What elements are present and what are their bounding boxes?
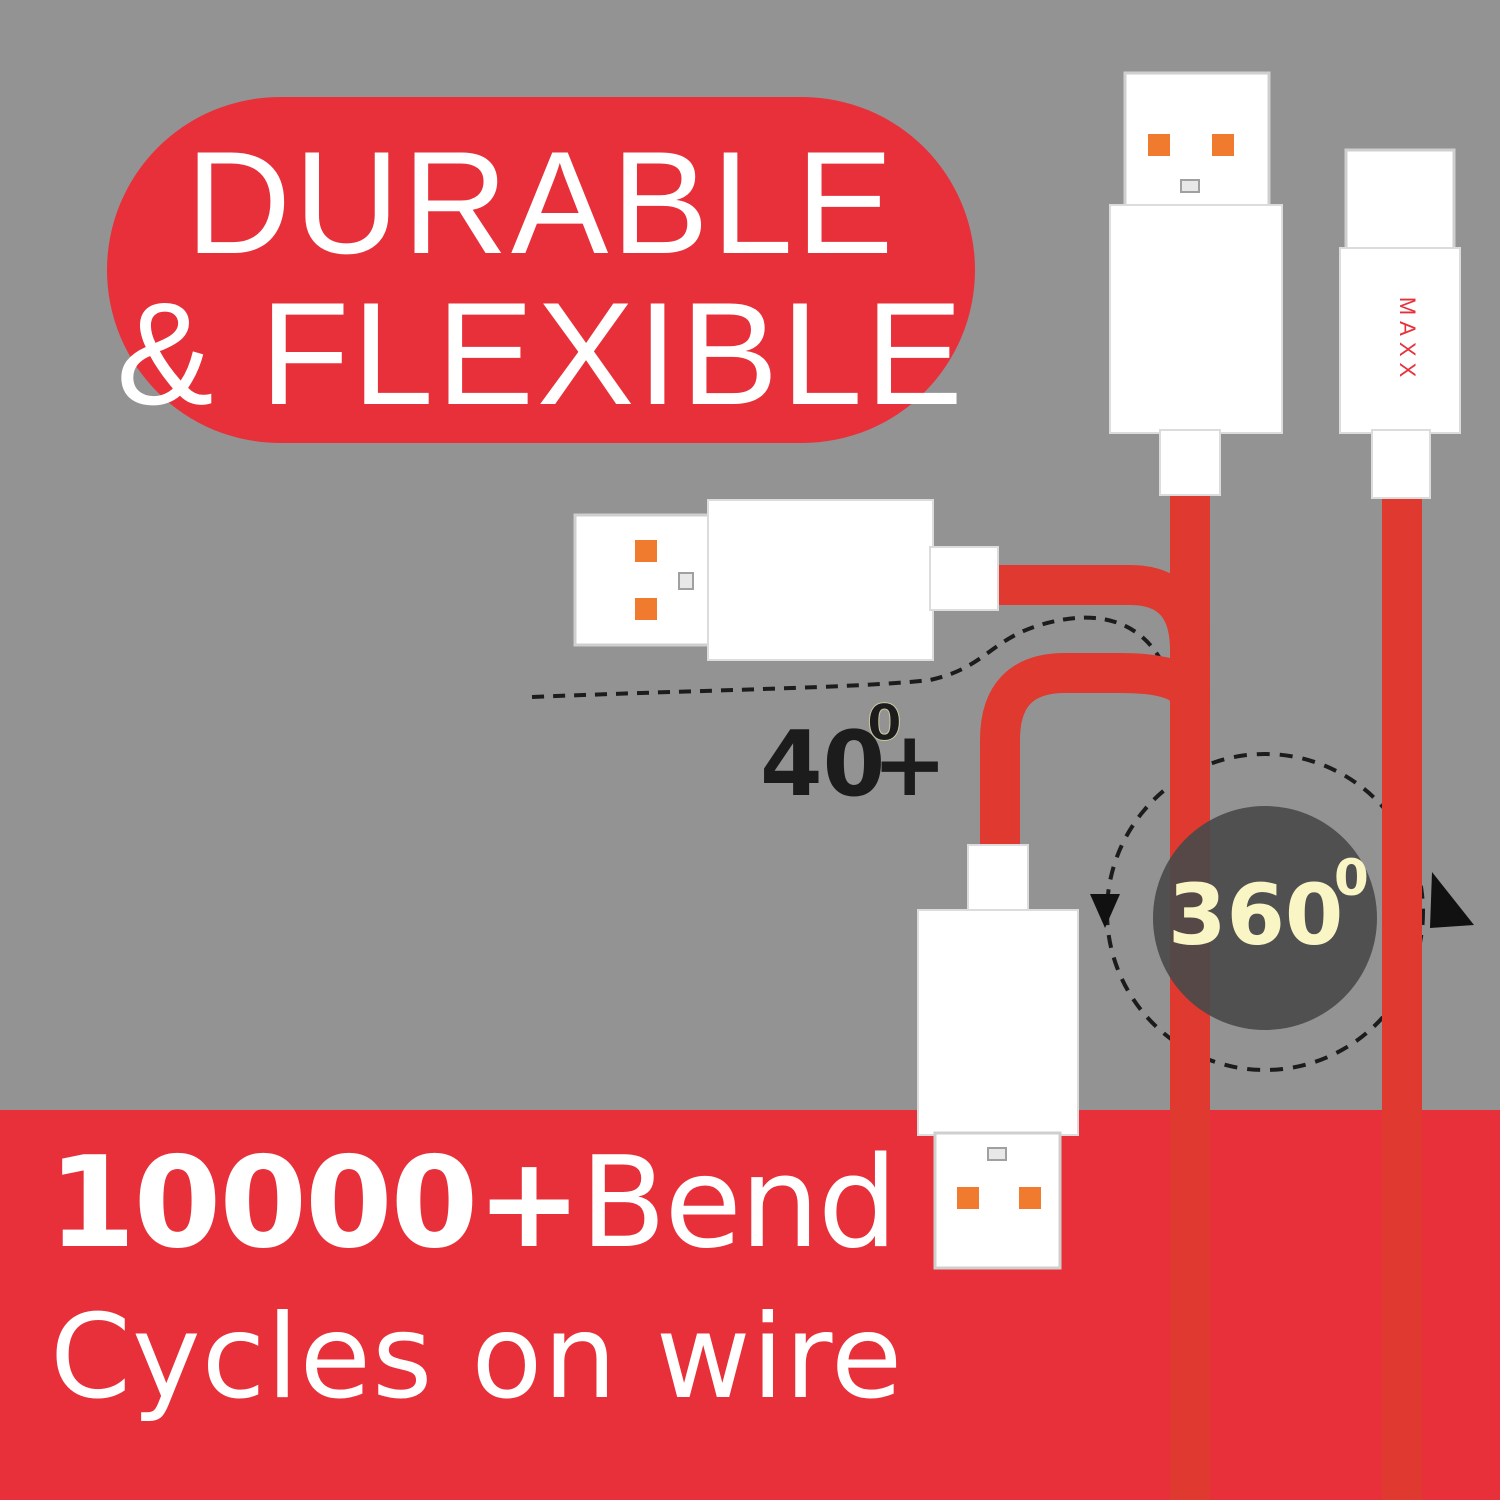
usb-a-connector-lower-icon [917,844,1079,1270]
bend-cycles-word: Bend [579,1129,898,1276]
bend-angle-degree: 0 [867,694,903,752]
rotation-arrow-right-icon [1430,872,1474,928]
bend-cycles-count: 10000+ [48,1129,582,1276]
headline-line-1: DURABLE [185,121,897,284]
cable-right [1382,495,1422,1500]
cable-bend-horizontal [995,565,1210,651]
bend-angle-label: 40 0 + [760,698,947,810]
rotation-angle-value: 360 [1168,866,1344,964]
usb-a-connector-icon [1109,71,1283,496]
headline-badge [107,97,975,443]
bend-guide-line [531,615,1167,699]
bend-angle-value: 40 [760,712,886,817]
brand-label: MAXX [1395,297,1420,383]
rotation-angle-label: 360 0 [1168,853,1369,957]
rotation-arrow-left-icon [1090,894,1120,928]
bend-cycles-heading: 10000+Bend [48,1140,898,1266]
headline-line-2: & FLEXIBLE [116,272,966,435]
bend-cycles-subtitle: Cycles on wire [50,1290,904,1425]
bend-angle-suffix: + [872,712,948,817]
usb-a-connector-horizontal-icon [573,499,999,661]
rotation-angle-degree: 0 [1334,849,1369,907]
rotation-disc [1153,806,1377,1030]
bottom-band [0,1110,1500,1500]
cable-bend-lower [980,653,1210,850]
rotation-circle [1105,752,1425,1072]
usb-c-connector-icon [1339,148,1461,499]
